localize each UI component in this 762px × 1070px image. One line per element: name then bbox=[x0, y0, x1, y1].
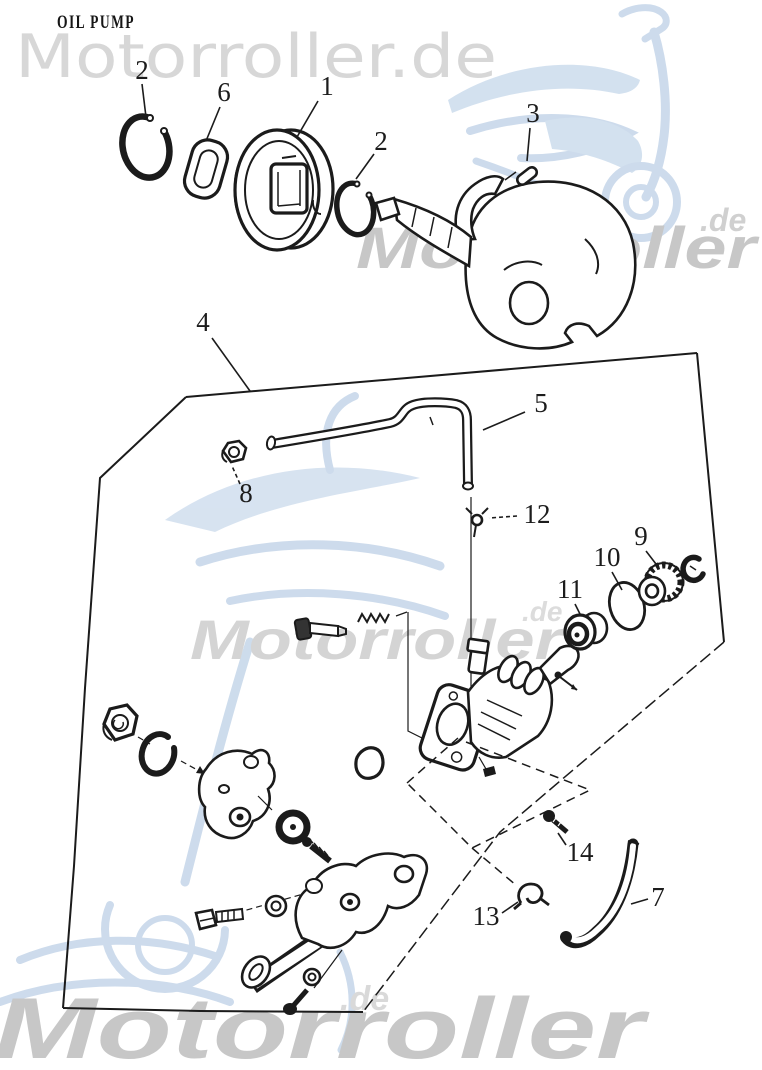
nut-8-drawing bbox=[221, 439, 248, 464]
screw-14-drawing bbox=[543, 810, 569, 834]
snap-ring-left-drawing bbox=[119, 113, 173, 181]
callout-label-6: 6 bbox=[217, 77, 231, 107]
oil-seal-drawing bbox=[275, 809, 311, 845]
callout-leader-2 bbox=[141, 83, 147, 118]
callout-leader-6 bbox=[205, 106, 221, 142]
callout-leader-10 bbox=[611, 571, 623, 591]
callout-label-5: 5 bbox=[534, 388, 548, 418]
hose-drawing bbox=[560, 838, 640, 949]
page-title: OIL PUMP bbox=[57, 12, 135, 33]
clip-13-drawing bbox=[513, 882, 550, 911]
callout-leader-3 bbox=[526, 127, 531, 162]
watermark-top: Motorroller.de bbox=[15, 22, 497, 92]
callout-leader-14 bbox=[557, 832, 567, 846]
snap-ring-right-drawing bbox=[334, 180, 377, 238]
callout-label-14: 14 bbox=[567, 837, 595, 867]
gasket-drawing bbox=[182, 138, 230, 200]
callout-leader-13 bbox=[501, 901, 519, 914]
callout-label-7: 7 bbox=[651, 882, 665, 912]
nut-washer-plate-drawing bbox=[102, 703, 311, 845]
callout-leader-4 bbox=[211, 337, 251, 392]
oil-pipe-drawing bbox=[265, 397, 489, 688]
callout-label-12: 12 bbox=[524, 499, 551, 529]
pipe-clip-drawing bbox=[465, 507, 489, 538]
scooter-watermark-left bbox=[0, 392, 449, 1054]
callout-leader-8 bbox=[231, 465, 241, 485]
callout-leader-9 bbox=[645, 550, 657, 565]
callout-label-3: 3 bbox=[526, 98, 540, 128]
watermark-bottom: Motorroller bbox=[0, 981, 650, 1070]
callout-label-8: 8 bbox=[239, 478, 253, 508]
callout-leader-12 bbox=[488, 515, 518, 519]
callout-label-13: 13 bbox=[473, 901, 500, 931]
callout-label-9: 9 bbox=[634, 521, 648, 551]
crankshaft-drawing bbox=[374, 166, 637, 350]
oil-pump-body-drawing bbox=[418, 637, 580, 777]
pulley-drawing bbox=[233, 128, 335, 252]
callout-label-2: 2 bbox=[374, 126, 388, 156]
bearing-drawing bbox=[563, 611, 609, 651]
callout-leader-11 bbox=[574, 603, 582, 617]
gear-drawing bbox=[637, 561, 685, 607]
callout-label-4: 4 bbox=[196, 307, 210, 337]
callout-label-10: 10 bbox=[594, 542, 621, 572]
callout-label-1: 1 bbox=[320, 71, 334, 101]
small-gasket-drawing bbox=[354, 746, 385, 780]
line-art-layer bbox=[62, 113, 725, 1015]
callout-leader-7 bbox=[630, 898, 649, 905]
watermark-mid-right-de: .de bbox=[700, 202, 746, 238]
alignment-lines bbox=[406, 737, 592, 887]
callout-leader-5 bbox=[482, 411, 526, 431]
e-clip-drawing bbox=[680, 554, 706, 584]
watermark-text-layer: Motorroller.de Motorroller .de Motorroll… bbox=[0, 22, 760, 1070]
callout-label-11: 11 bbox=[557, 574, 583, 604]
callout-label-2: 2 bbox=[135, 55, 149, 85]
callout-leader-2 bbox=[355, 153, 375, 180]
mounting-bracket-drawing bbox=[194, 837, 429, 1015]
callout-leader-1 bbox=[296, 100, 319, 138]
cover-outline-drawing bbox=[62, 352, 725, 1013]
watermark-mid-left-de: .de bbox=[522, 596, 562, 627]
